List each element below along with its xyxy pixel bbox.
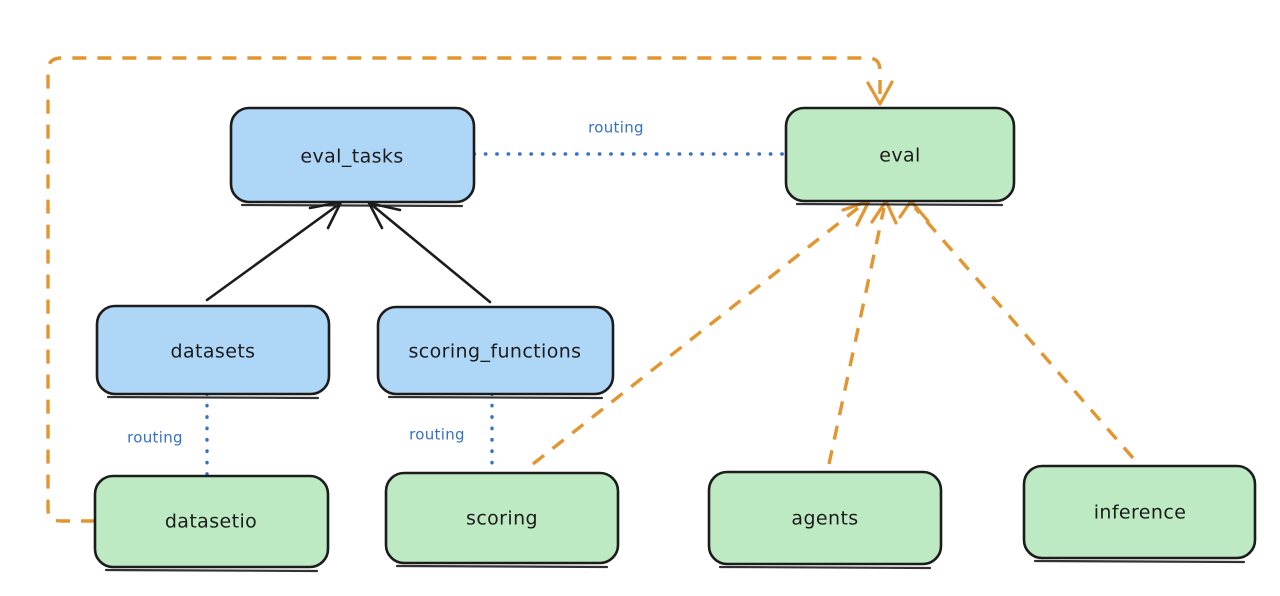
edge-label-routing-eval-tasks-eval: routing: [588, 119, 644, 137]
edge-datasets-to-eval_tasks: [205, 200, 343, 302]
edges-layer: [46, 56, 1135, 523]
node-label-eval-tasks: eval_tasks: [300, 146, 403, 168]
edge-agents-to-eval: [827, 199, 898, 465]
node-label-datasetio: datasetio: [165, 511, 257, 533]
node-label-eval: eval: [879, 145, 920, 167]
node-label-agents: agents: [791, 508, 858, 530]
node-agents[interactable]: agents: [707, 470, 943, 570]
node-scoring[interactable]: scoring: [384, 471, 620, 569]
edge-labels-layer: routing routing routing: [127, 119, 644, 447]
edge-inference-to-eval: [898, 199, 1135, 460]
edge-scoring_functions-to-eval_tasks: [367, 201, 492, 304]
node-eval-tasks[interactable]: eval_tasks: [229, 106, 476, 208]
edge-label-routing-scoring-functions-scoring: routing: [409, 426, 465, 444]
node-label-inference: inference: [1094, 502, 1187, 524]
node-datasets[interactable]: datasets: [95, 304, 331, 400]
node-scoring-functions[interactable]: scoring_functions: [376, 305, 615, 400]
edge-datasetio-to-eval: [46, 56, 894, 523]
node-datasetio[interactable]: datasetio: [93, 474, 330, 573]
node-label-scoring: scoring: [466, 508, 538, 530]
node-label-datasets: datasets: [171, 341, 256, 363]
nodes-layer: eval_tasks eval datasets scoring_functio…: [93, 106, 1257, 573]
node-eval[interactable]: eval: [784, 106, 1016, 207]
node-inference[interactable]: inference: [1022, 464, 1257, 564]
edge-label-routing-datasets-datasetio: routing: [127, 429, 183, 447]
node-label-scoring-functions: scoring_functions: [409, 341, 582, 363]
